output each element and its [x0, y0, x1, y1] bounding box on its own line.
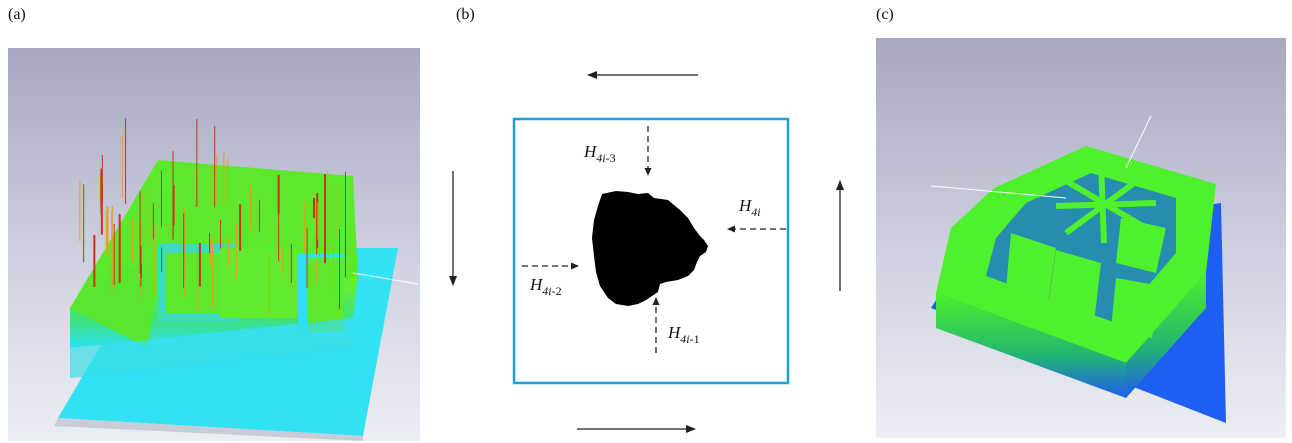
- raised-pad-4: [1111, 278, 1161, 338]
- wall-fade: [70, 318, 353, 378]
- panel-b-diagram: H4i-3 H4i H4i-2 H4i-1: [440, 48, 860, 443]
- raised-pad-1: [1006, 233, 1056, 303]
- panel-a-svg: [8, 48, 420, 441]
- raised-pad-3: [1116, 218, 1166, 273]
- raised-pad-2: [1048, 250, 1101, 323]
- label-h-left: H4i-2: [529, 275, 562, 298]
- left-block: [70, 263, 158, 348]
- axis-line: [352, 272, 419, 285]
- noise-spikes: [79, 118, 346, 314]
- panel-c-svg: [876, 38, 1286, 438]
- panel-c-render: [876, 38, 1286, 438]
- axis-line-1: [930, 185, 1067, 199]
- panel-label-b: (b): [456, 6, 475, 23]
- defect-blob: [592, 191, 708, 306]
- front-wall-left: [936, 293, 1126, 398]
- panel-label-c: (c): [876, 6, 894, 23]
- base-edge: [54, 418, 363, 441]
- panel-label-a: (a): [8, 6, 26, 23]
- front-wall-right: [1126, 273, 1206, 398]
- center-lattice: [1055, 162, 1157, 244]
- panel-b-svg: H4i-3 H4i H4i-2 H4i-1: [449, 71, 844, 433]
- panel-a-render: [8, 48, 420, 441]
- label-h-bottom: H4i-1: [667, 323, 700, 346]
- axis-line-2: [1125, 115, 1152, 169]
- raised-pad-2: [220, 248, 298, 318]
- label-h-top: H4i-3: [583, 142, 616, 165]
- label-h-right: H4i: [738, 196, 761, 219]
